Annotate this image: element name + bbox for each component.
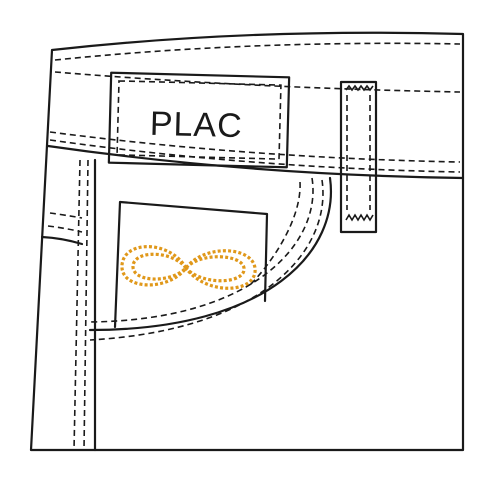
pocket-opening-stitch-2 — [89, 179, 324, 341]
garment-body-outline — [29, 31, 465, 452]
belt-loop-bartack-bottom — [345, 213, 374, 222]
waistband-upper-stitch — [54, 71, 461, 93]
label-patch-border — [107, 71, 291, 169]
side-seam — [40, 158, 97, 452]
waistband-top-stitch — [54, 42, 461, 61]
belt-loop-outline — [339, 80, 378, 234]
pocket-facing-stitch — [249, 181, 301, 286]
infinity-inner-stitch — [131, 252, 246, 283]
waistband-bottom-edge — [46, 144, 465, 180]
side-panel-stitch-2 — [47, 225, 83, 233]
side-panel-stitch-1 — [49, 212, 83, 219]
waistband — [46, 42, 465, 180]
waistband-lower-stitch-2 — [49, 139, 461, 173]
brand-label-patch: PLAC — [107, 71, 291, 169]
side-panel-edge — [40, 235, 84, 246]
pocket-opening — [88, 176, 333, 341]
side-seam-stitch-inner — [83, 159, 89, 451]
coin-pocket — [113, 200, 269, 329]
label-patch-stitch — [116, 80, 282, 160]
waistband-lower-stitch-1 — [49, 131, 461, 163]
belt-loop — [339, 80, 378, 234]
coin-pocket-outline — [113, 200, 269, 329]
side-seam-stitch-outer — [73, 159, 81, 451]
brand-label-text: PLAC — [149, 105, 243, 145]
belt-loop-bartack-top — [345, 84, 374, 92]
infinity-icon — [120, 245, 257, 290]
pocket-opening-edge — [88, 176, 333, 332]
pocket-opening-stitch-1 — [89, 177, 314, 323]
